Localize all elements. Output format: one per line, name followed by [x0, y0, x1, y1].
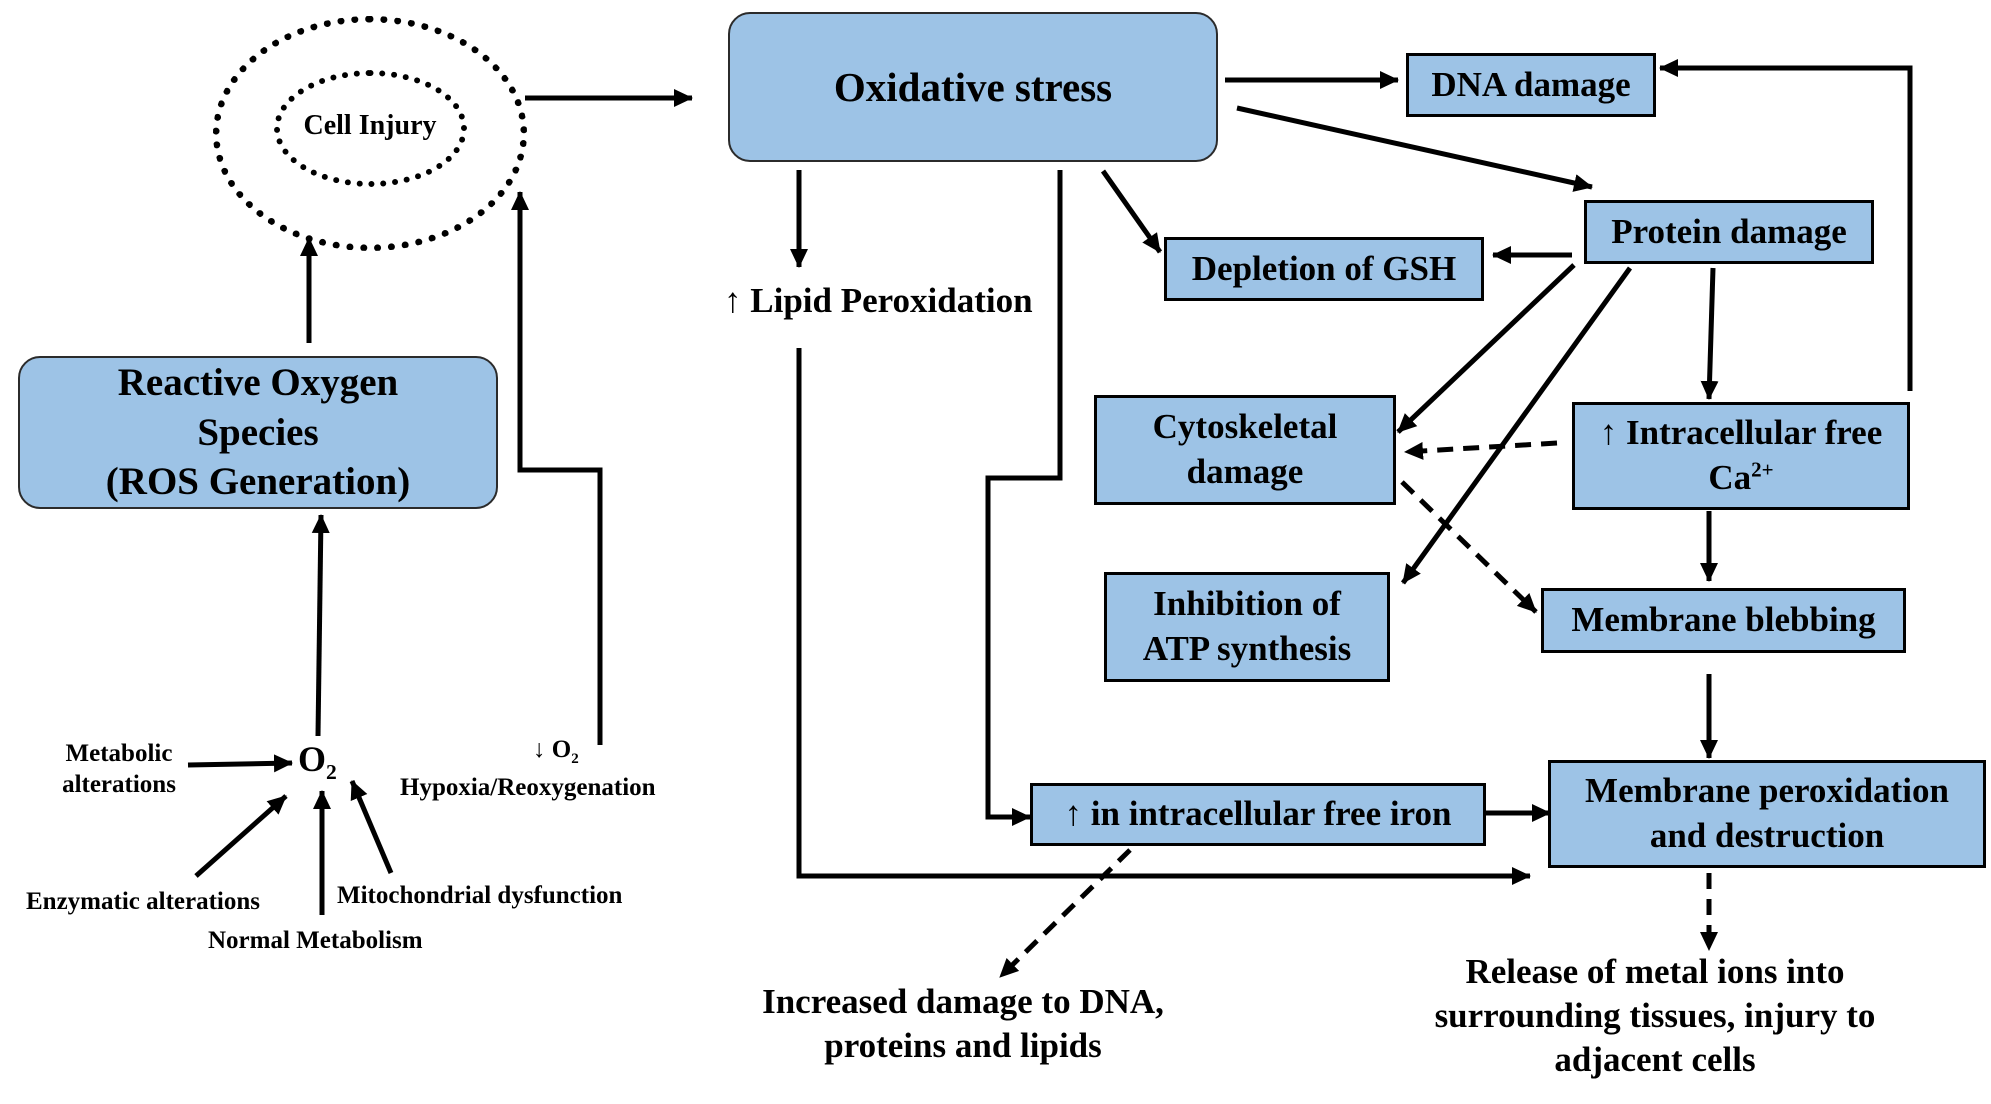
metabolic-line-1: Metabolic — [65, 740, 173, 767]
cytoskeletal-damage-node: Cytoskeletal damage — [1094, 395, 1396, 505]
arrow-mito-to-o2 — [349, 780, 394, 874]
arrow-stress-to-protein — [1236, 105, 1593, 192]
cell-injury-label: Cell Injury — [303, 110, 437, 141]
arrow-protein-to-cytoskeletal — [1396, 263, 1576, 434]
calcium-node: ↑ Intracellular free Ca2+ — [1572, 402, 1910, 510]
oxidative-stress-node: Oxidative stress — [728, 12, 1218, 162]
depletion-gsh-node: Depletion of GSH — [1164, 237, 1484, 301]
ros-line-1: Reactive Oxygen — [117, 360, 399, 404]
low-o2-subscript: 2 — [571, 751, 579, 767]
hypoxia-label: Hypoxia/Reoxygenation — [400, 774, 656, 801]
ros-node: Reactive Oxygen Species (ROS Generation) — [18, 356, 498, 509]
arrow-protein-to-atp — [1400, 266, 1633, 585]
enzymatic-alterations-label: Enzymatic alterations — [26, 888, 260, 915]
protein-damage-label: Protein damage — [1611, 211, 1847, 251]
increased-damage-line-2: proteins and lipids — [824, 1025, 1102, 1065]
release-metal-line-1: Release of metal ions into — [1465, 952, 1845, 991]
metabolic-line-2: alterations — [62, 771, 176, 799]
atp-line-2: ATP synthesis — [1142, 629, 1352, 668]
iron-node: ↑ in intracellular free iron — [1030, 783, 1486, 846]
ros-line-3: (ROS Generation) — [105, 460, 411, 504]
arrow-lipid-to-membrane — [796, 348, 1531, 885]
o2-base: O — [298, 739, 327, 779]
release-metal-label: Release of metal ions into surrounding t… — [1400, 950, 1910, 1081]
iron-label: ↑ in intracellular free iron — [1064, 794, 1452, 834]
arrow-stress-to-gsh — [1100, 169, 1163, 254]
o2-label: O2 — [298, 737, 337, 786]
cytoskeletal-line-1: Cytoskeletal — [1152, 407, 1338, 447]
membrane-perox-line-2: and destruction — [1649, 816, 1885, 855]
dna-damage-node: DNA damage — [1406, 53, 1656, 117]
normal-metabolism-label: Normal Metabolism — [208, 927, 423, 954]
lipid-peroxidation-label: ↑ Lipid Peroxidation — [724, 281, 1033, 320]
low-o2-text: ↓ O — [533, 736, 572, 763]
membrane-peroxidation-node: Membrane peroxidation and destruction — [1548, 760, 1986, 868]
arrow-o2-to-ros — [311, 514, 330, 737]
dashed-iron-to-damage — [998, 848, 1132, 979]
calcium-line-1: ↑ Intracellular free — [1599, 413, 1883, 453]
atp-line-1: Inhibition of — [1153, 584, 1341, 624]
protein-damage-node: Protein damage — [1584, 200, 1874, 264]
membrane-perox-line-1: Membrane peroxidation — [1585, 771, 1949, 811]
dna-damage-label: DNA damage — [1431, 64, 1631, 104]
dashed-cytoskeletal-to-blebbing — [1400, 480, 1538, 614]
release-metal-line-2: surrounding tissues, injury to — [1434, 995, 1876, 1035]
cell-injury-inner-ring — [274, 70, 467, 187]
atp-inhibition-node: Inhibition of ATP synthesis — [1104, 572, 1390, 682]
arrow-calcium-to-dna — [1659, 59, 1913, 391]
mitochondrial-dysfunction-label: Mitochondrial dysfunction — [337, 882, 623, 909]
dashed-calcium-to-cytoskeletal — [1404, 440, 1558, 460]
calcium-line-2: Ca2+ — [1708, 456, 1773, 501]
o2-subscript: 2 — [326, 760, 337, 785]
calcium-ion-base: Ca — [1708, 458, 1752, 497]
low-o2-label: ↓ O2 — [533, 734, 579, 769]
arrow-enzymatic-to-o2 — [194, 794, 288, 878]
arrow-stress-to-iron — [985, 170, 1063, 826]
metabolic-alterations-label: Metabolic alterations — [50, 738, 188, 801]
release-metal-line-3: adjacent cells — [1554, 1039, 1756, 1079]
increased-damage-line-1: Increased damage to DNA, — [762, 982, 1164, 1021]
calcium-ion-charge: 2+ — [1751, 457, 1774, 482]
membrane-blebbing-label: Membrane blebbing — [1571, 600, 1876, 640]
increased-damage-label: Increased damage to DNA, proteins and li… — [733, 980, 1193, 1068]
arrow-protein-to-calcium — [1700, 267, 1719, 400]
cell-injury-outer-ring — [213, 16, 527, 251]
cytoskeletal-line-2: damage — [1186, 452, 1304, 491]
depletion-gsh-label: Depletion of GSH — [1191, 248, 1457, 288]
membrane-blebbing-node: Membrane blebbing — [1541, 588, 1906, 653]
arrow-hypoxia-to-injury — [511, 191, 603, 745]
ros-line-2: Species — [197, 410, 319, 454]
oxidative-stress-label: Oxidative stress — [833, 63, 1113, 110]
arrow-metabolic-to-o2 — [187, 754, 293, 773]
